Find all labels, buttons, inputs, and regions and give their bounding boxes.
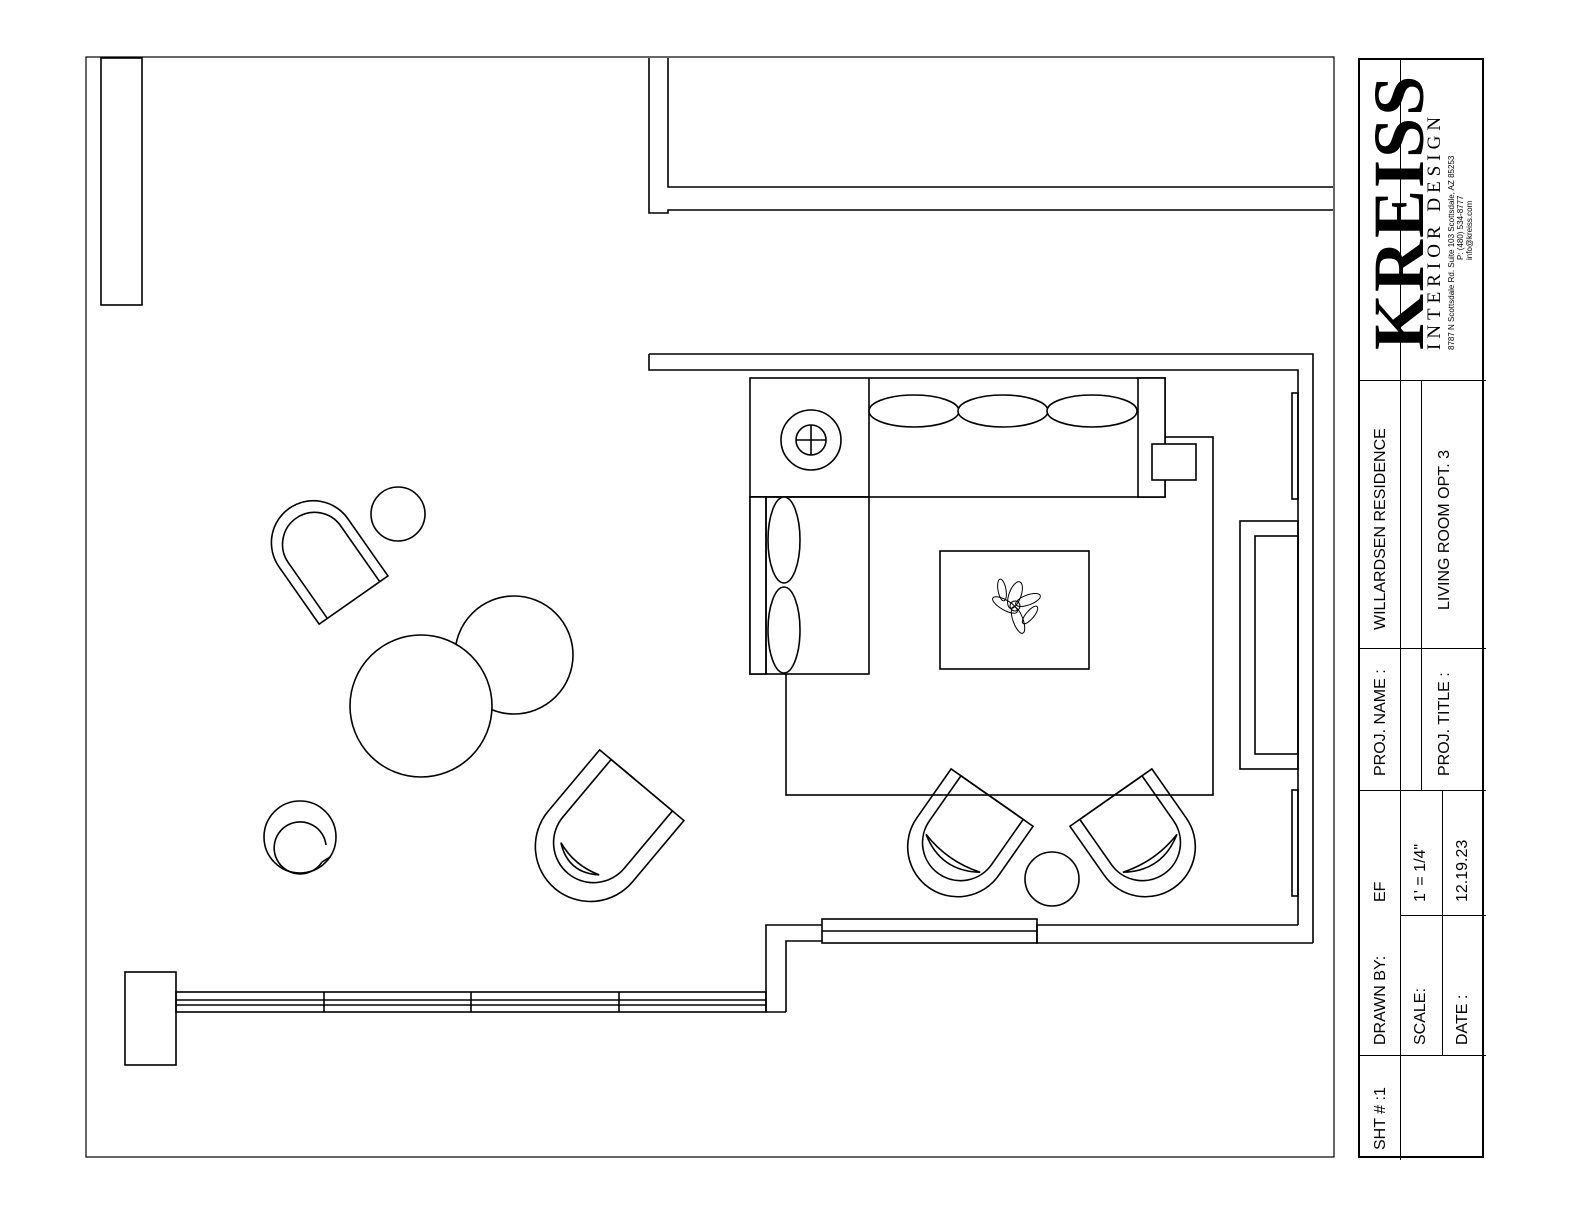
swivel-chair	[534, 748, 686, 903]
window-right-upper	[1291, 392, 1299, 500]
drawn-by-value: EF	[1372, 881, 1389, 902]
wall-stub-left	[100, 57, 143, 306]
proj-title-value: LIVING ROOM OPT. 3	[1436, 449, 1453, 610]
proj-name-value: WILLARDSEN RESIDENCE	[1372, 428, 1389, 630]
sheet-border	[85, 56, 1335, 1158]
company-tagline: INTERIOR DESIGN	[1424, 111, 1445, 350]
scale-label: SCALE:	[1412, 988, 1429, 1045]
coffee-table	[939, 550, 1090, 670]
scale-value: 1' = 1/4"	[1412, 843, 1429, 902]
fireplace	[1239, 520, 1299, 770]
lamp-table	[780, 409, 842, 471]
sliding-door	[124, 971, 767, 1066]
sectional-sofa	[749, 377, 1166, 675]
armchair-top-left	[270, 499, 390, 626]
wall-top-right	[648, 58, 1333, 214]
date-label: DATE :	[1454, 994, 1471, 1045]
date-value: 12.19.23	[1454, 839, 1471, 902]
accent-chair-right	[1068, 767, 1197, 898]
plant-icon	[992, 578, 1041, 634]
accent-chair-left	[906, 767, 1035, 898]
company-phone: P: (480) 534-8777	[1456, 195, 1465, 261]
window-bottom	[821, 918, 1038, 944]
title-block: KREISS INTERIOR DESIGN 8787 N Scottsdale…	[1358, 58, 1486, 1160]
company-email: info@kreiss.com	[1465, 200, 1474, 260]
side-table-bottom	[1024, 851, 1080, 907]
round-stool	[263, 800, 337, 875]
sheet-number: SHT # :1	[1372, 1087, 1389, 1150]
proj-title-label: PROJ. TITLE :	[1436, 672, 1453, 776]
side-table-top-left	[370, 486, 426, 542]
window-right-lower	[1291, 789, 1299, 897]
company-address: 8787 N Scottsdale Rd. Suite 103 Scottsda…	[1447, 155, 1456, 350]
drawn-by-label: DRAWN BY:	[1372, 955, 1389, 1045]
proj-name-label: PROJ. NAME :	[1372, 669, 1389, 776]
end-table	[1151, 443, 1197, 481]
dining-area	[349, 595, 574, 778]
